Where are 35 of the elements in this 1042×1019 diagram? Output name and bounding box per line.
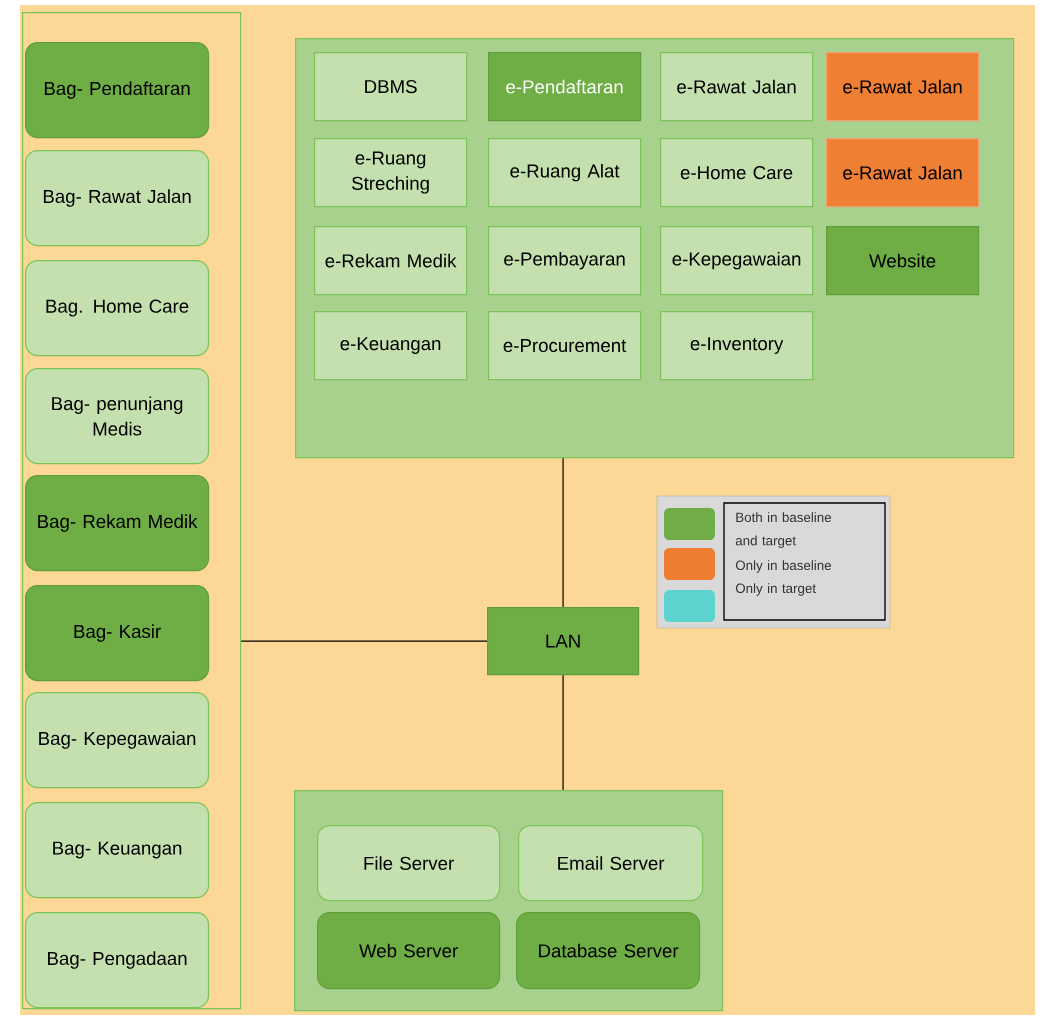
application-box: Website xyxy=(826,226,980,296)
application-box: DBMS xyxy=(314,52,468,122)
department-box: Bag- Keuangan xyxy=(25,802,210,899)
application-box: e-Inventory xyxy=(660,311,814,381)
department-box: Bag- Pengadaan xyxy=(25,912,210,1009)
legend-label: Both in baseline and target xyxy=(735,512,831,548)
department-box: Bag- Kepegawaian xyxy=(25,692,210,789)
department-box: Bag- Pendaftaran xyxy=(25,42,210,139)
application-box: e-Ruang Streching xyxy=(314,138,468,208)
connector-line xyxy=(240,640,488,642)
department-box: Bag- Rawat Jalan xyxy=(25,150,210,247)
application-box: e-Rekam Medik xyxy=(314,226,468,296)
department-box: Bag- penunjang Medis xyxy=(25,368,210,465)
department-box: Bag- Kasir xyxy=(25,585,210,682)
application-box: e-Procurement xyxy=(488,311,642,381)
server-box: Email Server xyxy=(518,825,704,902)
application-box: e-Kepegawaian xyxy=(660,226,814,296)
application-box: e-Rawat Jalan xyxy=(660,52,814,122)
legend-label: Only in baseline xyxy=(735,560,831,573)
application-box: e-Keuangan xyxy=(314,311,468,381)
connector-line xyxy=(562,457,564,608)
department-box: Bag- Rekam Medik xyxy=(25,475,210,572)
application-box: e-Rawat Jalan xyxy=(826,52,980,122)
department-box: Bag. Home Care xyxy=(25,260,210,357)
application-box: e-Pembayaran xyxy=(488,226,642,296)
server-box: Database Server xyxy=(516,912,701,990)
server-box: File Server xyxy=(317,825,501,902)
application-box: e-Home Care xyxy=(660,138,814,208)
application-box: e-Ruang Alat xyxy=(488,138,642,208)
connector-line xyxy=(562,674,564,791)
application-box: e-Pendaftaran xyxy=(488,52,642,122)
application-box: e-Rawat Jalan xyxy=(826,138,980,208)
legend-label: Only in target xyxy=(735,583,816,596)
network-box: LAN xyxy=(487,607,640,676)
server-box: Web Server xyxy=(317,912,501,990)
